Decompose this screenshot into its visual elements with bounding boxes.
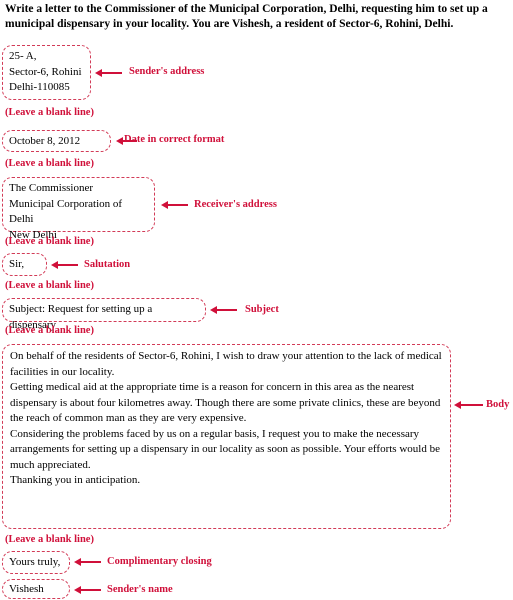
- question-text: Write a letter to the Commissioner of th…: [5, 3, 488, 30]
- salutation-box: Sir,: [2, 253, 47, 276]
- salutation-text: Sir,: [9, 258, 25, 270]
- subject-text: Subject: Request for setting up a dispen…: [9, 303, 153, 331]
- body-paragraph: Thanking you in anticipation.: [10, 474, 141, 486]
- arrow-icon: [74, 586, 101, 594]
- arrow-icon: [161, 201, 188, 209]
- body-paragraph: Considering the problems faced by us on …: [10, 427, 440, 471]
- blank-line-note: (Leave a blank line): [5, 534, 94, 545]
- sender-name-text: Vishesh: [9, 583, 44, 595]
- label-salutation: Salutation: [84, 259, 131, 270]
- sender-address-line-1: 25- A,: [9, 50, 37, 62]
- label-body: Body: [486, 399, 510, 410]
- arrow-icon: [74, 558, 101, 566]
- label-subject: Subject: [245, 304, 279, 315]
- closing-box: Yours truly,: [2, 551, 70, 574]
- arrow-icon: [95, 69, 122, 77]
- blank-line-note: (Leave a blank line): [5, 325, 94, 336]
- sender-address-box: 25- A, Sector-6, Rohini Delhi-110085: [2, 45, 91, 100]
- receiver-address-line-1: The Commissioner: [9, 182, 94, 194]
- blank-line-note: (Leave a blank line): [5, 280, 94, 291]
- sender-name-box: Vishesh: [2, 579, 70, 599]
- label-date: Date in correct format: [124, 134, 225, 145]
- arrow-icon: [116, 137, 137, 145]
- body-box: On behalf of the residents of Sector-6, …: [2, 344, 451, 529]
- subject-box: Subject: Request for setting up a dispen…: [2, 298, 206, 331]
- sender-address-line-2: Sector-6, Rohini: [9, 65, 82, 78]
- date-text: October 8, 2012: [9, 135, 81, 147]
- arrow-icon: [51, 261, 78, 269]
- sender-address-line-3: Delhi-110085: [9, 81, 70, 93]
- label-sender-name: Sender's name: [107, 584, 173, 595]
- blank-line-note: (Leave a blank line): [5, 236, 94, 247]
- blank-line-note: (Leave a blank line): [5, 158, 94, 169]
- receiver-address-box: The Commissioner Municipal Corporation o…: [2, 177, 155, 241]
- date-box: October 8, 2012: [2, 130, 111, 152]
- arrow-icon: [210, 306, 237, 314]
- body-paragraph: Getting medical aid at the appropriate t…: [10, 381, 441, 424]
- receiver-address-line-2: Municipal Corporation of Delhi: [9, 197, 123, 226]
- blank-line-note: (Leave a blank line): [5, 107, 94, 118]
- label-closing: Complimentary closing: [107, 556, 212, 567]
- body-paragraph: On behalf of the residents of Sector-6, …: [10, 350, 442, 378]
- closing-text: Yours truly,: [9, 556, 61, 568]
- receiver-address-line-3: New Delhi: [9, 228, 57, 241]
- arrow-icon: [454, 401, 483, 409]
- label-receiver-address: Receiver's address: [194, 199, 277, 210]
- label-sender-address: Sender's address: [129, 66, 205, 77]
